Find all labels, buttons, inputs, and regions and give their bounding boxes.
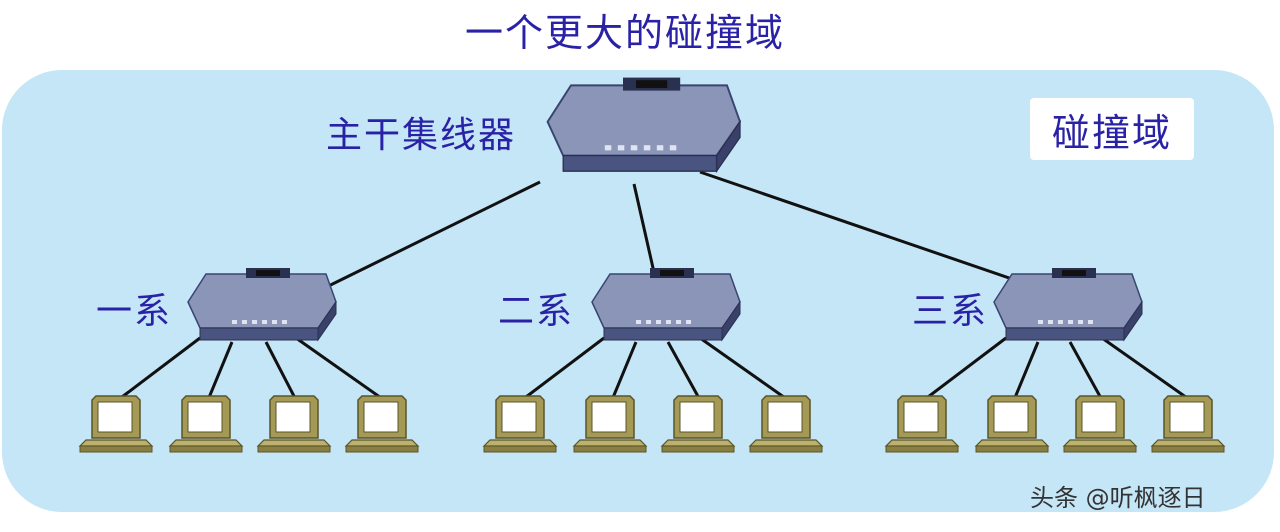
- dept2-label: 二系: [498, 291, 575, 332]
- leaf-links: [117, 336, 1191, 402]
- computer-icon: [975, 395, 1049, 453]
- dept1-hub-icon: [187, 267, 337, 341]
- computer-icon: [79, 395, 153, 453]
- computer-icon: [483, 395, 557, 453]
- computer-icon: [749, 395, 823, 453]
- computer-icon: [1151, 395, 1225, 453]
- dept3-label: 三系: [912, 291, 989, 332]
- computer-icon: [885, 395, 959, 453]
- dept2-hub-icon: [591, 267, 741, 341]
- dept1-label: 一系: [96, 291, 173, 332]
- diagram-title: 一个更大的碰撞域: [464, 11, 785, 55]
- computer-icon: [169, 395, 243, 453]
- collision-domain-label: 碰撞域: [1030, 98, 1194, 160]
- dept3-hub-icon: [993, 267, 1143, 341]
- backbone-hub-label: 主干集线器: [326, 115, 517, 156]
- computer-icon: [257, 395, 331, 453]
- watermark: 头条 @听枫逐日: [1030, 484, 1206, 512]
- computer-icon: [1063, 395, 1137, 453]
- computer-icon: [661, 395, 735, 453]
- backbone-hub-icon: [546, 76, 741, 173]
- computer-icon: [345, 395, 419, 453]
- computer-icon: [573, 395, 647, 453]
